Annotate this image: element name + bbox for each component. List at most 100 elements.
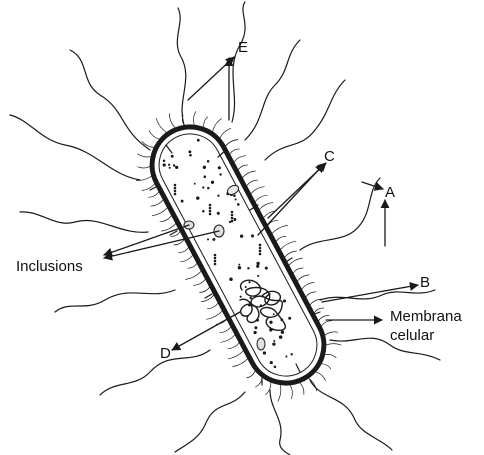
- pilus: [259, 203, 273, 210]
- ribosome-dot: [237, 203, 240, 206]
- arrow-a-1: [362, 182, 383, 189]
- ribosome-chain-dot: [209, 207, 212, 210]
- ribosome-chain-dot: [174, 193, 177, 196]
- pilus: [251, 187, 264, 194]
- ribosome-dot: [290, 353, 292, 355]
- arrow-inclusions-2: [104, 225, 189, 255]
- pilus: [142, 184, 155, 191]
- ribosome-chain-dot: [259, 244, 262, 247]
- pilus: [325, 332, 338, 335]
- ribosome-dot: [212, 238, 215, 241]
- flagellum: [100, 350, 210, 395]
- label-d: D: [160, 345, 171, 362]
- pilus: [138, 154, 151, 157]
- ribosome-dot: [269, 321, 272, 324]
- ribosome-dot: [256, 265, 259, 268]
- pilus: [221, 335, 235, 343]
- ribosome-chain-dot: [231, 217, 234, 220]
- pilus: [242, 171, 255, 178]
- label-membrana-line1: Membrana: [390, 308, 462, 325]
- ribosome-chain-dot: [214, 263, 217, 266]
- pilus: [272, 225, 288, 233]
- ribosome-dot: [207, 238, 209, 240]
- ribosome-chain-dot: [174, 187, 177, 190]
- ribosome-dot: [283, 299, 286, 302]
- arrow-e-left: [188, 57, 234, 100]
- pilus: [321, 364, 331, 369]
- ribosome-dot: [173, 164, 175, 166]
- pilus: [276, 236, 286, 241]
- ribosome-dot: [273, 313, 275, 315]
- pilus: [151, 200, 163, 207]
- ribosome-dot: [196, 196, 199, 199]
- ribosome-dot: [235, 198, 237, 200]
- ribosome-dot: [197, 139, 200, 142]
- pilus: [228, 343, 239, 349]
- ribosome-dot: [218, 166, 221, 169]
- pilus: [247, 371, 255, 378]
- pilus: [325, 354, 336, 357]
- ribosome-dot: [251, 234, 254, 237]
- ribosome-dot: [181, 200, 184, 203]
- pilus: [255, 377, 262, 387]
- ribosome-dot: [285, 355, 287, 357]
- label-inclusions: Inclusions: [16, 258, 83, 275]
- ribosome-dot: [254, 326, 257, 329]
- ribosome-chain-dot: [174, 184, 177, 187]
- ribosome-dot: [240, 296, 242, 298]
- pilus: [316, 372, 326, 381]
- pilus: [321, 321, 332, 327]
- ribosome-chain-dot: [231, 214, 234, 217]
- arrow-b: [322, 285, 418, 302]
- pilus: [297, 275, 309, 281]
- pilus: [230, 149, 240, 154]
- ribosome-chain-dot: [209, 213, 212, 216]
- pilus: [186, 271, 202, 279]
- ribosome-chain-dot: [209, 210, 212, 213]
- ribosome-dot: [281, 330, 284, 333]
- pilus: [326, 344, 341, 346]
- ribosome-dot: [207, 187, 209, 189]
- flagellum: [300, 178, 380, 250]
- pilus: [247, 180, 258, 186]
- ribosome-dot: [168, 164, 170, 166]
- ribosome-dot: [204, 175, 207, 178]
- pilus: [225, 140, 237, 147]
- flagellum: [320, 290, 435, 300]
- ribosome-dot: [272, 342, 275, 345]
- ribosome-dot: [245, 286, 247, 288]
- pilus: [225, 140, 237, 147]
- pilus: [213, 119, 222, 132]
- label-e: E: [238, 39, 248, 56]
- pilus: [306, 292, 316, 297]
- pilus: [169, 114, 175, 128]
- ribosome-chain-dot: [214, 260, 217, 263]
- ribosome-dot: [265, 267, 268, 270]
- ribosome-dot: [203, 166, 206, 169]
- pilus: [233, 359, 248, 367]
- pilus: [204, 117, 208, 128]
- pilus: [149, 192, 160, 198]
- flagellum: [177, 8, 186, 128]
- pilus: [156, 118, 166, 132]
- ribosome-chain-dot: [214, 254, 217, 257]
- ribosome-dot: [217, 195, 219, 197]
- ribosome-dot: [238, 264, 240, 266]
- ribosome-dot: [188, 150, 191, 153]
- ribosome-dot: [217, 212, 220, 215]
- ribosome-dot: [249, 297, 251, 299]
- label-a: A: [385, 184, 395, 201]
- inclusion-body: [257, 338, 265, 350]
- pilus: [293, 268, 303, 273]
- flagellum: [270, 390, 290, 455]
- label-c: C: [324, 148, 335, 165]
- ribosome-dot: [163, 159, 166, 162]
- ribosome-dot: [171, 155, 174, 158]
- ribosome-dot: [248, 281, 250, 283]
- ribosome-dot: [194, 183, 196, 185]
- ribosome-dot: [211, 181, 214, 184]
- ribosome-chain-dot: [259, 250, 262, 253]
- pilus: [238, 165, 247, 170]
